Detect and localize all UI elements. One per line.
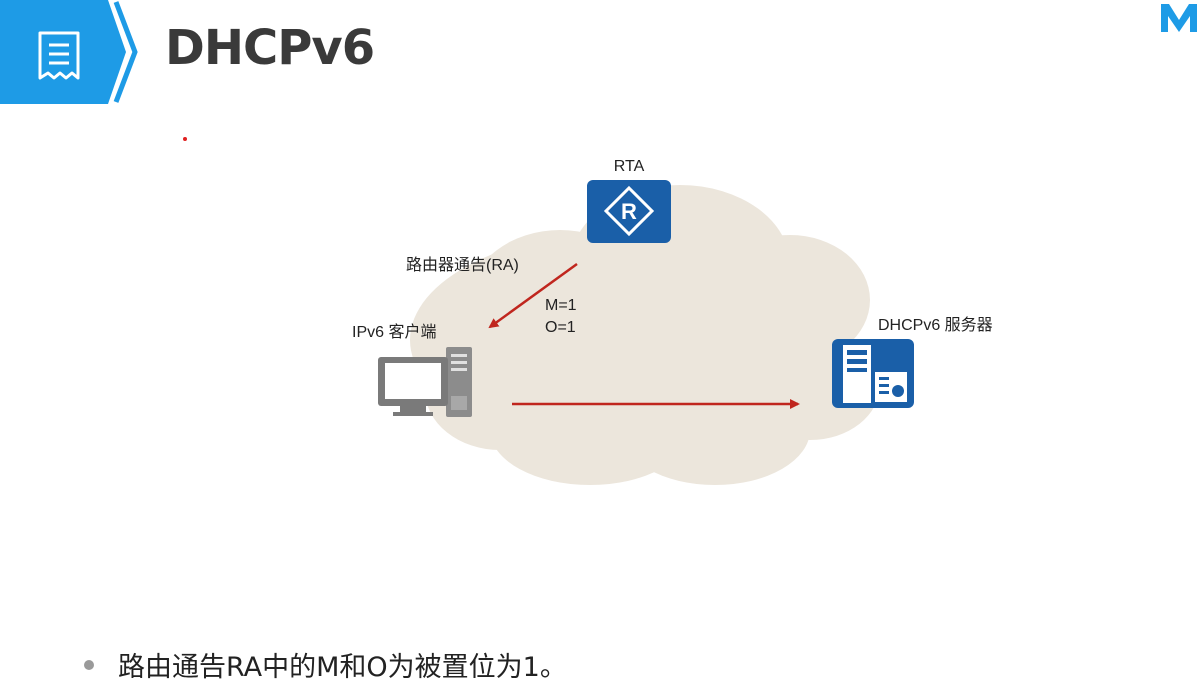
m-logo-icon [1161, 4, 1197, 32]
header-badge [0, 0, 138, 104]
bullet-item: 路由通告RA中的M和O为被置位为1。 [84, 645, 567, 684]
bullet-text: 路由通告RA中的M和O为被置位为1。 [118, 652, 567, 683]
document-list-icon [38, 31, 80, 80]
client-label: IPv6 客户端 [352, 323, 436, 341]
router-icon: R [587, 180, 671, 243]
server-icon [832, 339, 914, 408]
page-title: DHCPv6 [165, 20, 375, 76]
annotation-dot [183, 137, 187, 141]
ra-arrow [488, 262, 578, 329]
svg-text:R: R [621, 199, 637, 224]
m-flag-label: M=1 [545, 297, 577, 314]
o-flag-label: O=1 [545, 319, 576, 336]
bullet-dot [84, 659, 94, 670]
ra-label: 路由器通告(RA) [406, 256, 519, 274]
server-label: DHCPv6 服务器 [878, 316, 993, 334]
pc-icon [378, 347, 472, 417]
router-label: RTA [614, 158, 645, 175]
